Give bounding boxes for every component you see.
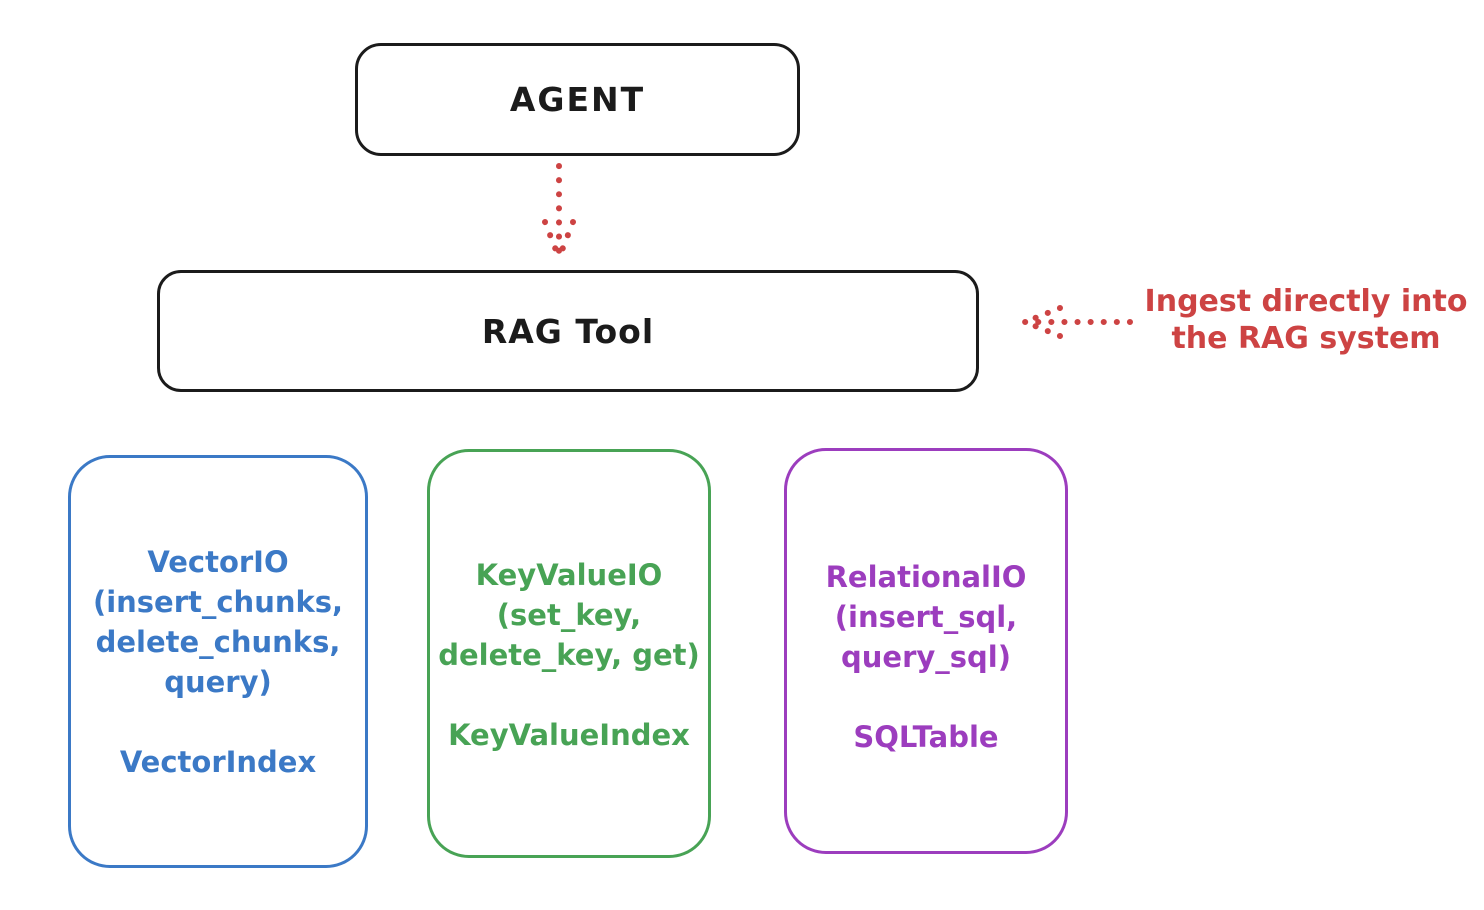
keyvalue-io-methods-line-2: delete_key, get) xyxy=(438,638,700,672)
ingest-annotation-line-1: Ingest directly into xyxy=(1144,284,1468,319)
arrow-agent-to-ragtool-icon xyxy=(542,163,576,261)
vector-io-methods-line-2: delete_chunks, xyxy=(95,625,341,659)
relational-io-node: RelationalIO (insert_sql, query_sql) SQL… xyxy=(784,448,1068,854)
relational-io-title: RelationalIO xyxy=(825,560,1027,594)
ingest-annotation-line-2: the RAG system xyxy=(1171,321,1441,356)
agent-node-label: AGENT xyxy=(509,80,646,119)
keyvalue-io-node: KeyValueIO (set_key, delete_key, get) Ke… xyxy=(427,449,711,858)
keyvalue-io-title: KeyValueIO xyxy=(475,558,663,592)
agent-node: AGENT xyxy=(355,43,800,156)
vector-io-methods-line-3: query) xyxy=(164,665,272,699)
vector-index-label: VectorIndex xyxy=(119,745,317,779)
rag-tool-node: RAG Tool xyxy=(157,270,979,392)
arrow-ingest-to-ragtool-icon xyxy=(1022,305,1133,339)
vector-io-title: VectorIO xyxy=(147,545,289,579)
keyvalue-io-methods-line-1: (set_key, xyxy=(496,598,642,632)
relational-io-methods-line-2: query_sql) xyxy=(841,640,1011,674)
relational-io-methods-line-1: (insert_sql, xyxy=(834,600,1018,634)
ingest-annotation: Ingest directly into the RAG system xyxy=(1138,283,1474,357)
keyvalue-index-label: KeyValueIndex xyxy=(448,718,690,752)
vector-io-methods-line-1: (insert_chunks, xyxy=(92,585,344,619)
vector-io-node: VectorIO (insert_chunks, delete_chunks, … xyxy=(68,455,368,868)
sql-table-label: SQLTable xyxy=(853,720,999,754)
rag-tool-node-label: RAG Tool xyxy=(481,311,655,351)
